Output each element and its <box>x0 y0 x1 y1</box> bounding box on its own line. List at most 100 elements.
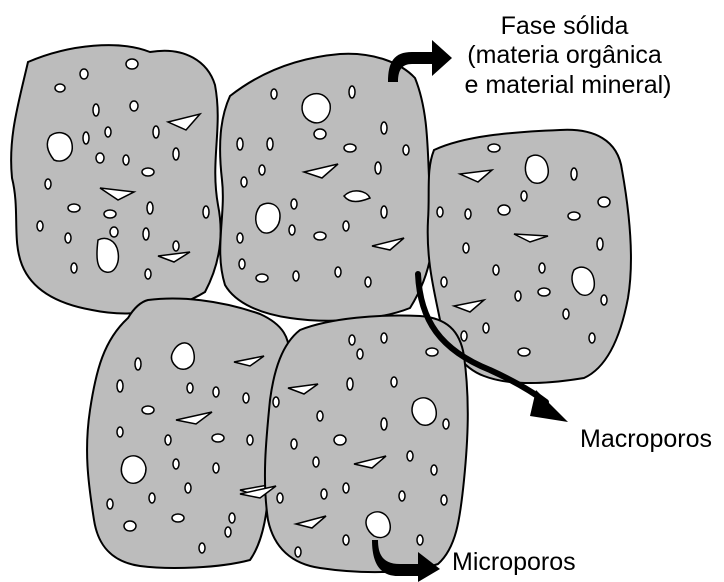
pore <box>317 411 323 421</box>
pore <box>237 233 243 243</box>
pore <box>229 513 235 523</box>
soil-aggregate-2 <box>220 54 433 321</box>
pore <box>431 465 437 475</box>
pore <box>256 203 280 233</box>
pore <box>488 144 500 152</box>
pore <box>493 265 499 275</box>
pore <box>123 155 129 165</box>
pore <box>71 263 77 273</box>
pore <box>145 269 151 279</box>
pore <box>349 86 355 98</box>
pore <box>525 155 548 183</box>
pore <box>225 527 231 537</box>
pore <box>213 387 219 397</box>
pore <box>243 393 249 403</box>
pore <box>68 204 80 212</box>
pore <box>239 259 245 269</box>
pore <box>589 333 595 343</box>
pore <box>403 145 409 155</box>
pore <box>381 418 387 430</box>
pore <box>293 271 299 281</box>
soil-aggregate-4 <box>87 299 289 568</box>
pore <box>461 331 467 341</box>
pore <box>271 89 277 99</box>
pore <box>601 295 607 305</box>
pore <box>172 514 184 522</box>
pore <box>343 221 349 231</box>
pore <box>185 483 191 493</box>
pore <box>343 483 349 493</box>
pore <box>247 435 253 445</box>
pore <box>349 335 355 345</box>
pore <box>267 138 273 150</box>
pore <box>518 348 530 356</box>
pore <box>237 138 243 150</box>
pore <box>65 233 71 243</box>
pore <box>104 210 116 218</box>
pore <box>334 435 346 445</box>
pore <box>142 168 154 176</box>
pore <box>344 144 356 152</box>
pore <box>381 206 387 218</box>
pore <box>37 221 43 231</box>
pore <box>273 397 279 407</box>
pore <box>314 232 326 240</box>
pore <box>538 288 550 296</box>
pore <box>441 495 447 505</box>
pore <box>465 209 471 219</box>
pore <box>173 459 179 469</box>
pore <box>96 153 104 163</box>
pore <box>80 69 88 79</box>
pore <box>407 451 413 461</box>
aggregate-body <box>220 54 433 321</box>
pore <box>212 434 224 442</box>
pore <box>381 122 387 134</box>
pore <box>47 133 72 161</box>
pore <box>149 493 155 503</box>
pore <box>426 348 438 356</box>
pore <box>314 129 326 139</box>
micropores-label: Microporos <box>452 548 576 576</box>
aggregate-body <box>11 45 221 313</box>
pore <box>515 291 521 301</box>
pore <box>93 104 99 116</box>
pore <box>126 59 138 69</box>
solid-phase-label-line-3: e material mineral) <box>464 71 671 99</box>
pore <box>117 380 123 392</box>
pore <box>399 491 405 501</box>
solid-phase-label-line-1: Fase sólida <box>501 12 629 40</box>
pore <box>110 227 118 237</box>
pore <box>437 207 443 217</box>
soil-aggregate-1 <box>11 45 221 313</box>
pore <box>302 94 330 123</box>
pore <box>153 126 159 138</box>
soil-aggregate-5 <box>265 316 468 573</box>
pore <box>117 427 123 437</box>
pore <box>598 197 610 207</box>
solid-phase-label: Fase sólida (materia orgânica e material… <box>464 12 671 99</box>
pore <box>335 267 341 277</box>
pore <box>441 277 447 287</box>
pore <box>568 212 580 220</box>
pore <box>256 274 268 282</box>
pore <box>277 493 283 503</box>
pore <box>135 358 141 370</box>
pore <box>203 206 209 218</box>
pore <box>597 238 603 250</box>
pore <box>347 378 353 390</box>
pore <box>124 521 136 531</box>
pore <box>173 148 179 160</box>
pore <box>107 499 113 509</box>
pore <box>321 489 327 499</box>
pore <box>563 309 569 319</box>
pore <box>343 535 349 545</box>
pore <box>259 165 265 175</box>
pore <box>571 168 577 180</box>
pore <box>313 457 319 467</box>
pore <box>391 377 397 387</box>
pore <box>295 547 301 557</box>
pore <box>443 419 449 429</box>
macropores-label: Macroporos <box>580 425 712 453</box>
pore <box>187 383 193 393</box>
